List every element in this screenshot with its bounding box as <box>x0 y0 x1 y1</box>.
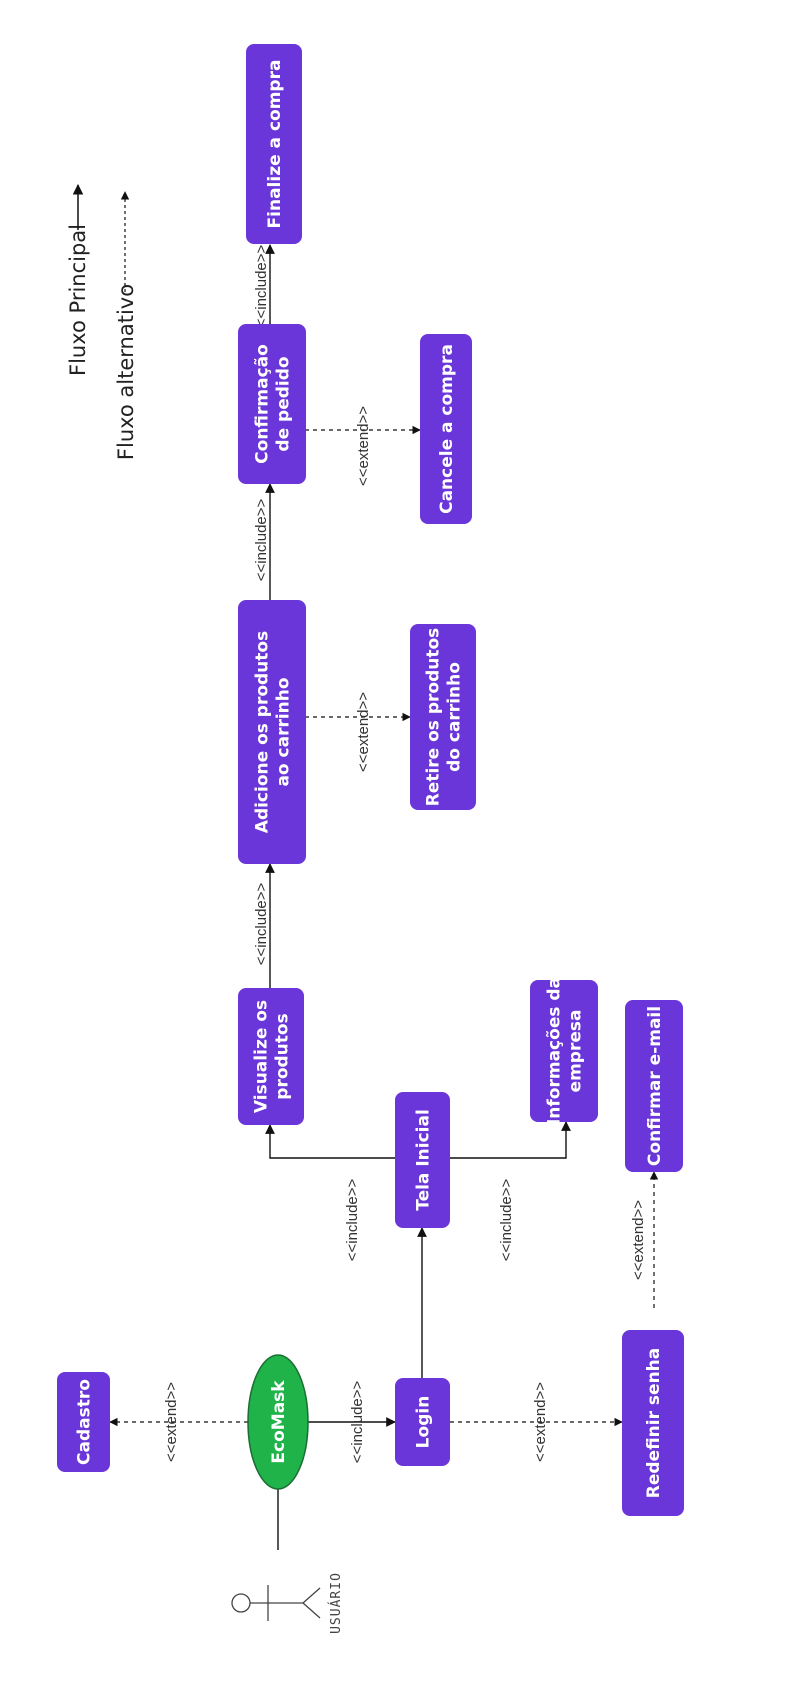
use-case-label: ao carrinho <box>274 677 294 786</box>
use-case-label: de pedido <box>274 356 294 451</box>
use-case-label: Redefinir senha <box>644 1348 664 1498</box>
relation-label: <<extend>> <box>630 1200 647 1280</box>
use-case-label: Visualize os <box>252 1000 272 1113</box>
stick-figure-icon <box>231 1585 321 1621</box>
use-case-box <box>395 1378 450 1466</box>
actor-label: USUÁRIO <box>328 1572 344 1634</box>
use-case-label: Retire os produtos <box>424 628 444 807</box>
use-case-label: do carrinho <box>445 662 465 772</box>
relation-label: <<include>> <box>349 1380 366 1463</box>
use-case-box <box>238 988 304 1125</box>
use-case-cancele: Cancele a compra <box>420 334 472 524</box>
relation-label: <<include>> <box>253 244 270 327</box>
legend: Fluxo Principal Fluxo alternativo <box>66 183 138 460</box>
use-case-label: Adicione os produtos <box>253 631 273 833</box>
use-case-box <box>625 1000 683 1172</box>
legend-main-flow-label: Fluxo Principal <box>66 224 90 376</box>
use-case-box <box>57 1372 110 1472</box>
use-case-label: Informações da <box>545 977 565 1125</box>
use-case-finalize: Finalize a compra <box>246 44 302 244</box>
use-case-box <box>238 600 306 864</box>
legend-alt-flow-label: Fluxo alternativo <box>114 284 138 460</box>
connectors <box>109 244 659 1427</box>
relation-label: <<extend>> <box>355 406 372 486</box>
system-ecomask: EcoMask <box>247 1354 309 1490</box>
relation-label: <<include>> <box>344 1178 361 1261</box>
use-case-tela-inicial: Tela Inicial <box>395 1092 450 1228</box>
actor-usuario: USUÁRIO <box>231 1488 344 1634</box>
edge-include-visualize <box>265 1124 395 1159</box>
use-case-box <box>530 980 598 1122</box>
use-case-confirmar-email: Confirmar e-mail <box>625 1000 683 1172</box>
relation-label: <<extend>> <box>355 692 372 772</box>
use-case-redefinir: Redefinir senha <box>622 1330 684 1516</box>
use-case-box <box>246 44 302 244</box>
use-case-label: Cadastro <box>75 1379 95 1465</box>
relation-label: <<include>> <box>498 1178 515 1261</box>
use-case-label: Finalize a compra <box>265 60 285 229</box>
use-case-box <box>410 624 476 810</box>
use-case-cadastro: Cadastro <box>57 1372 110 1472</box>
relation-label: <<include>> <box>253 882 270 965</box>
relation-label: <<extend>> <box>532 1382 549 1462</box>
use-case-login: Login <box>395 1378 450 1466</box>
relation-labels: <<extend>> <<include>> <<extend>> <<exte… <box>163 244 647 1463</box>
use-case-label: Tela Inicial <box>414 1109 434 1211</box>
use-case-label: Confirmação <box>253 344 273 464</box>
use-case-box <box>622 1330 684 1516</box>
use-case-label: produtos <box>273 1013 293 1099</box>
use-case-label: empresa <box>566 1010 586 1093</box>
use-case-box <box>238 324 306 484</box>
use-case-label: Confirmar e-mail <box>645 1006 665 1166</box>
edge-include-informacoes <box>450 1121 571 1159</box>
use-case-box <box>420 334 472 524</box>
use-case-nodes: Cadastro Login Redefinir senha Confirmar e-… <box>57 44 684 1516</box>
system-label: EcoMask <box>269 1380 289 1464</box>
use-case-label: Login <box>414 1396 434 1449</box>
system-oval <box>247 1354 309 1490</box>
use-case-label: Cancele a compra <box>437 344 457 514</box>
use-case-box <box>395 1092 450 1228</box>
relation-label: <<extend>> <box>163 1382 180 1462</box>
relation-label: <<include>> <box>253 498 270 581</box>
